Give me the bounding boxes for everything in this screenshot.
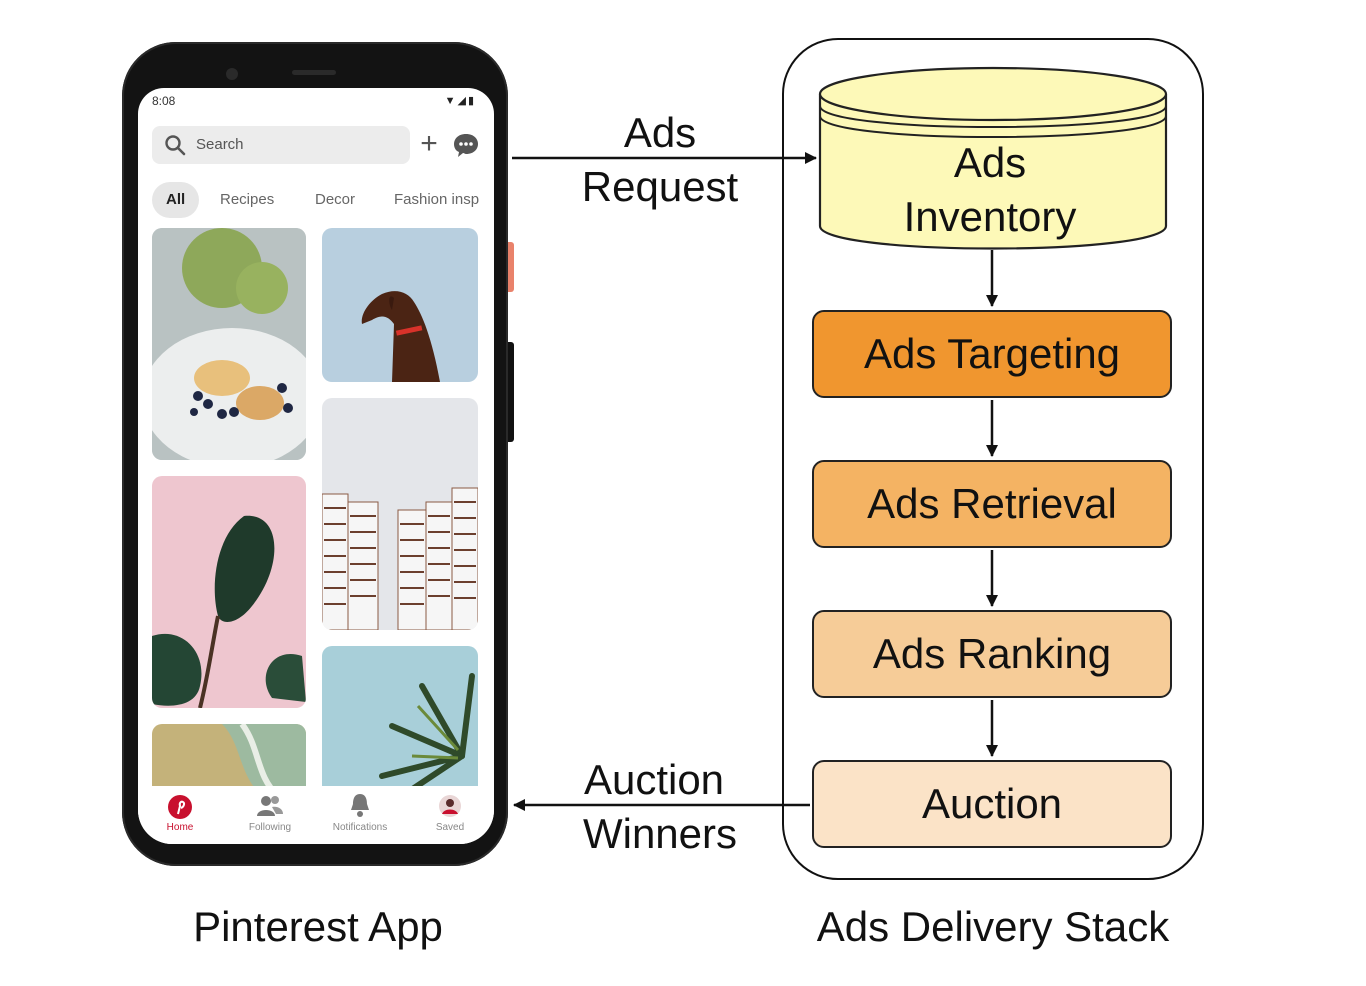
speaker-grille [292,70,336,75]
chip-recipes[interactable]: Recipes [220,191,275,208]
chip-fashion[interactable]: Fashion insp [394,191,480,208]
search-bar[interactable]: Search [152,126,410,164]
phone-caption: Pinterest App [193,903,443,950]
nav-following[interactable]: Following [230,786,310,844]
phone-screen: 8:08 ▼◢▮ Search + All Recipes Decor Fash… [138,88,494,844]
nav-home[interactable]: Home [140,786,220,844]
ads-ranking-box: Ads Ranking [812,610,1172,698]
pin-beach-image[interactable] [152,724,306,796]
pin-dog-image[interactable] [322,228,478,382]
power-button [508,242,514,292]
auction-box: Auction [812,760,1172,848]
nav-saved-label: Saved [435,822,465,833]
status-time: 8:08 [152,94,176,108]
inventory-label-line2: Inventory [903,193,1077,240]
front-camera-icon [226,68,238,80]
ads-inventory-cylinder [818,66,1168,250]
request-label-line1: Ads [623,109,697,156]
nav-notifications-label: Notifications [332,822,388,833]
bell-icon [351,794,369,817]
inventory-label-line1: Ads [953,139,1027,186]
nav-saved[interactable]: Saved [410,786,490,844]
chip-decor[interactable]: Decor [315,191,356,208]
request-label-line2: Request [581,163,739,210]
ads-retrieval-box: Ads Retrieval [812,460,1172,548]
pin-plant-image[interactable] [152,476,306,708]
winners-label-line1: Auction [583,756,725,803]
plus-icon[interactable]: + [420,127,438,160]
volume-button [508,342,514,442]
pin-food-image[interactable] [152,228,306,460]
avatar [439,795,461,817]
chat-icon[interactable] [452,132,480,158]
pinterest-logo-icon [168,795,192,819]
ads-targeting-box: Ads Targeting [812,310,1172,398]
stack-caption: Ads Delivery Stack [816,903,1170,950]
chip-all[interactable]: All [152,182,200,218]
pin-building-image[interactable] [322,398,478,630]
nav-home-label: Home [166,822,194,833]
search-placeholder: Search [196,136,244,153]
search-icon [165,135,186,156]
people-icon [257,796,283,816]
bottom-nav: Home Following Notifications Saved [138,786,494,844]
nav-notifications[interactable]: Notifications [320,786,400,844]
status-icons: ▼◢▮ [444,95,476,107]
ads-delivery-stack-container [782,38,1204,880]
nav-following-label: Following [248,822,292,833]
winners-label-line2: Winners [582,810,738,857]
